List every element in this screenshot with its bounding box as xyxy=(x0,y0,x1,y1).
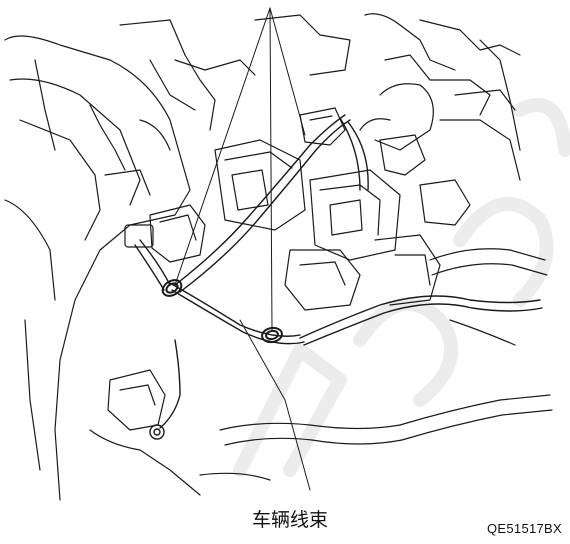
ground-wire xyxy=(149,339,181,440)
lower-hoses xyxy=(199,248,553,481)
bracket-lower-left xyxy=(89,369,201,496)
bracket-upper xyxy=(119,14,351,131)
connector-top xyxy=(299,107,346,146)
leader-lines xyxy=(174,7,311,491)
harness-bundle-main xyxy=(134,114,543,346)
body-panel-left xyxy=(4,35,191,501)
harness-clamp-left xyxy=(161,279,183,297)
harness-caption: 车辆线束 xyxy=(251,509,328,531)
engine-parts-upper-right xyxy=(359,13,521,181)
figure-code: QE51517BX xyxy=(487,521,562,536)
connector-right xyxy=(379,134,471,226)
harness-clamp-center xyxy=(261,326,283,344)
relay-module-center xyxy=(214,139,441,311)
